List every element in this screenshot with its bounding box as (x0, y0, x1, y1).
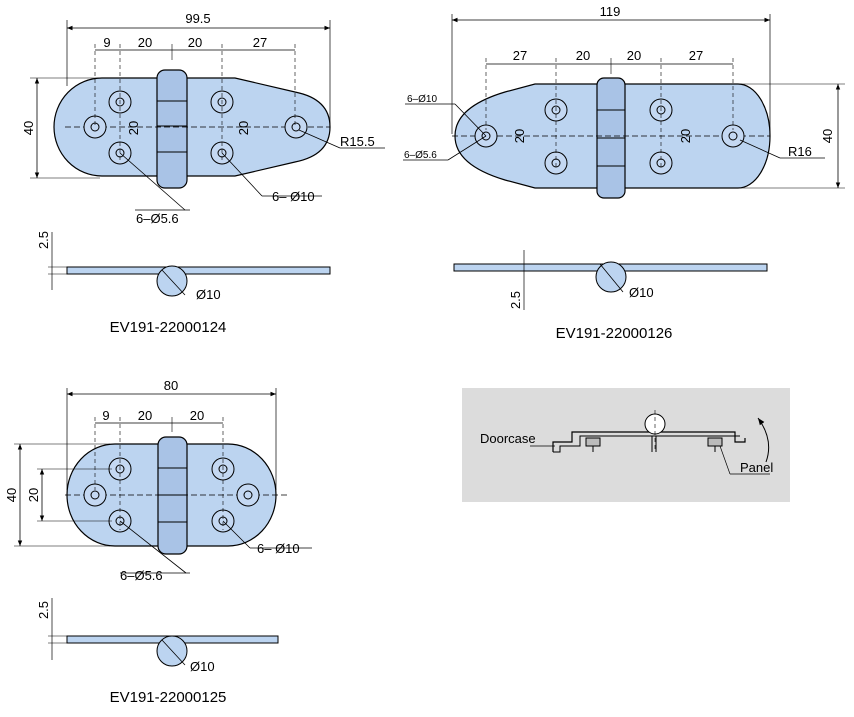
hinge-124-hole-pitch-left: 20 (126, 121, 141, 135)
hinge-125-small-holes-label: 6–Ø5.6 (120, 568, 163, 583)
hinge-124-spacing-2: 20 (138, 35, 152, 50)
hinge-124-thickness: 2.5 (36, 231, 51, 249)
hinge-125-side-view: 2.5 Ø10 (36, 598, 279, 674)
hinge-125-part-number: EV191-22000125 (110, 689, 227, 706)
hinge-124-overall-width: 99.5 (185, 11, 210, 26)
hinge-126-spacing-2: 20 (576, 48, 590, 63)
hinge-124-side-view: 2.5 Ø10 (36, 231, 331, 302)
hinge-126-small-holes-label: 6–Ø5.6 (404, 150, 437, 161)
hinge-126-holes (474, 98, 745, 175)
hinge-124-spacing-3: 20 (188, 35, 202, 50)
hinge-124-large-holes-label: 6– Ø10 (272, 189, 315, 204)
hinge-125-top-view: 80 9 20 20 40 20 6– Ø10 6–Ø5.6 (4, 378, 312, 583)
hinge-125-spacing-2: 20 (138, 408, 152, 423)
hinge-126-side-view: 2.5 Ø10 (453, 250, 768, 310)
hinge-125-pin-diameter: Ø10 (190, 659, 215, 674)
panel-label: Panel (740, 460, 773, 475)
hinge-124-knuckle (156, 69, 188, 189)
hinge-126-spacing-1: 27 (513, 48, 527, 63)
hinge-124-spacing-4: 27 (253, 35, 267, 50)
hinge-125-overall-width: 80 (164, 378, 178, 393)
doorcase-label: Doorcase (480, 431, 536, 446)
hinge-126-part-number: EV191-22000126 (556, 325, 673, 342)
hinge-125-large-holes-label: 6– Ø10 (257, 541, 300, 556)
hinge-124-height: 40 (21, 121, 36, 135)
hinge-126-hole-pitch-right: 20 (678, 129, 693, 143)
hinge-126-overall-width: 119 (600, 4, 621, 19)
hinge-125-spacing-1: 9 (102, 408, 109, 423)
hinge-126-pin-diameter: Ø10 (629, 285, 654, 300)
hinge-124-top-view: 99.5 9 20 20 27 40 20 20 R15.5 6–Ø5.6 6–… (21, 11, 385, 226)
hinge-126-spacing-3: 20 (627, 48, 641, 63)
hinge-126-spacing-4: 27 (689, 48, 703, 63)
hinge-125-height: 40 (4, 488, 19, 502)
hinge-126-radius-label: R16 (788, 144, 812, 159)
hinge-125-spacing-3: 20 (190, 408, 204, 423)
hinge-124-radius-label: R15.5 (340, 134, 375, 149)
hinge-126-hole-pitch-left: 20 (512, 129, 527, 143)
hinge-124-small-holes-label: 6–Ø5.6 (136, 211, 179, 226)
hinge-125-thickness: 2.5 (36, 601, 51, 619)
hinge-124-part-number: EV191-22000124 (110, 319, 227, 336)
hinge-124-pin-diameter: Ø10 (196, 287, 221, 302)
hinge-126-large-holes-label: 6–Ø10 (407, 94, 437, 105)
hinge-124-hole-pitch-right: 20 (236, 121, 251, 135)
hinge-125-hole-pitch: 20 (26, 488, 41, 502)
hinge-124-spacing-1: 9 (103, 35, 110, 50)
installation-inset: Doorcase Panel (462, 388, 790, 502)
hinge-126-top-view: 119 27 20 20 27 40 20 20 R16 6–Ø10 6–Ø5.… (403, 4, 845, 199)
hinge-126-height: 40 (820, 129, 835, 143)
hinge-126-thickness: 2.5 (508, 291, 523, 309)
